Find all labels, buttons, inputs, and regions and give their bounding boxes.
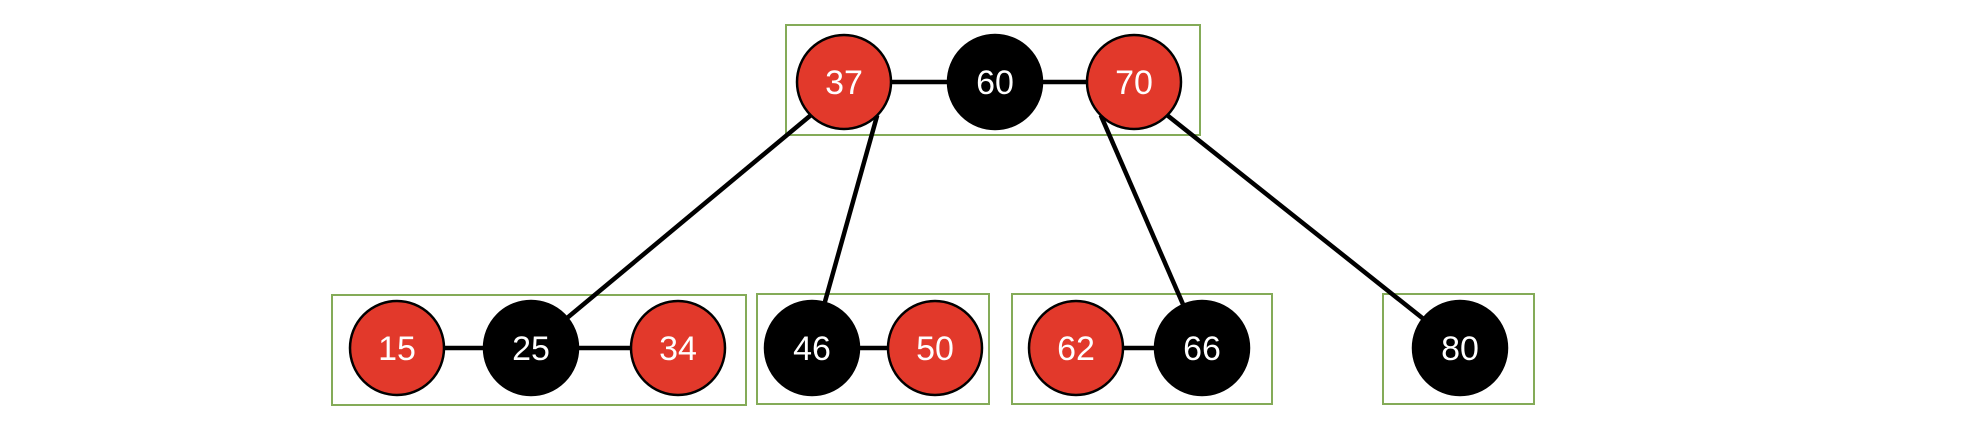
node-label: 62 xyxy=(1057,330,1095,368)
red-node-circle xyxy=(886,299,984,397)
tree-node-60: 60 xyxy=(946,33,1044,131)
node-label: 60 xyxy=(976,64,1014,102)
node-label: 34 xyxy=(659,330,697,368)
node-label: 70 xyxy=(1115,64,1153,102)
tree-node-34: 34 xyxy=(629,299,727,397)
black-node-circle xyxy=(482,299,580,397)
red-node-circle xyxy=(348,299,446,397)
black-node-circle xyxy=(1411,299,1509,397)
group-box-child-1 xyxy=(331,294,747,406)
red-node-circle xyxy=(795,33,893,131)
tree-node-25: 25 xyxy=(482,299,580,397)
group-box-child-3 xyxy=(1011,293,1273,405)
node-label: 46 xyxy=(793,330,831,368)
edge-70-80 xyxy=(1165,113,1462,350)
node-label: 37 xyxy=(825,64,863,102)
edge-37-25 xyxy=(529,113,813,350)
red-node-circle xyxy=(629,299,727,397)
tree-node-70: 70 xyxy=(1085,33,1183,131)
tree-node-66: 66 xyxy=(1153,299,1251,397)
black-node-circle xyxy=(946,33,1044,131)
red-node-circle xyxy=(1085,33,1183,131)
group-box-child-4 xyxy=(1382,293,1535,405)
tree-node-37: 37 xyxy=(795,33,893,131)
red-node-circle xyxy=(1027,299,1125,397)
node-label: 50 xyxy=(916,330,954,368)
node-label: 66 xyxy=(1183,330,1221,368)
black-node-circle xyxy=(1153,299,1251,397)
tree-node-80: 80 xyxy=(1411,299,1509,397)
tree-node-50: 50 xyxy=(886,299,984,397)
tree-node-46: 46 xyxy=(763,299,861,397)
node-label: 15 xyxy=(378,330,416,368)
group-box-root xyxy=(785,24,1201,136)
tree-node-62: 62 xyxy=(1027,299,1125,397)
node-label: 80 xyxy=(1441,330,1479,368)
node-label: 25 xyxy=(512,330,550,368)
group-box-child-2 xyxy=(756,293,990,405)
tree-node-15: 15 xyxy=(348,299,446,397)
black-node-circle xyxy=(763,299,861,397)
